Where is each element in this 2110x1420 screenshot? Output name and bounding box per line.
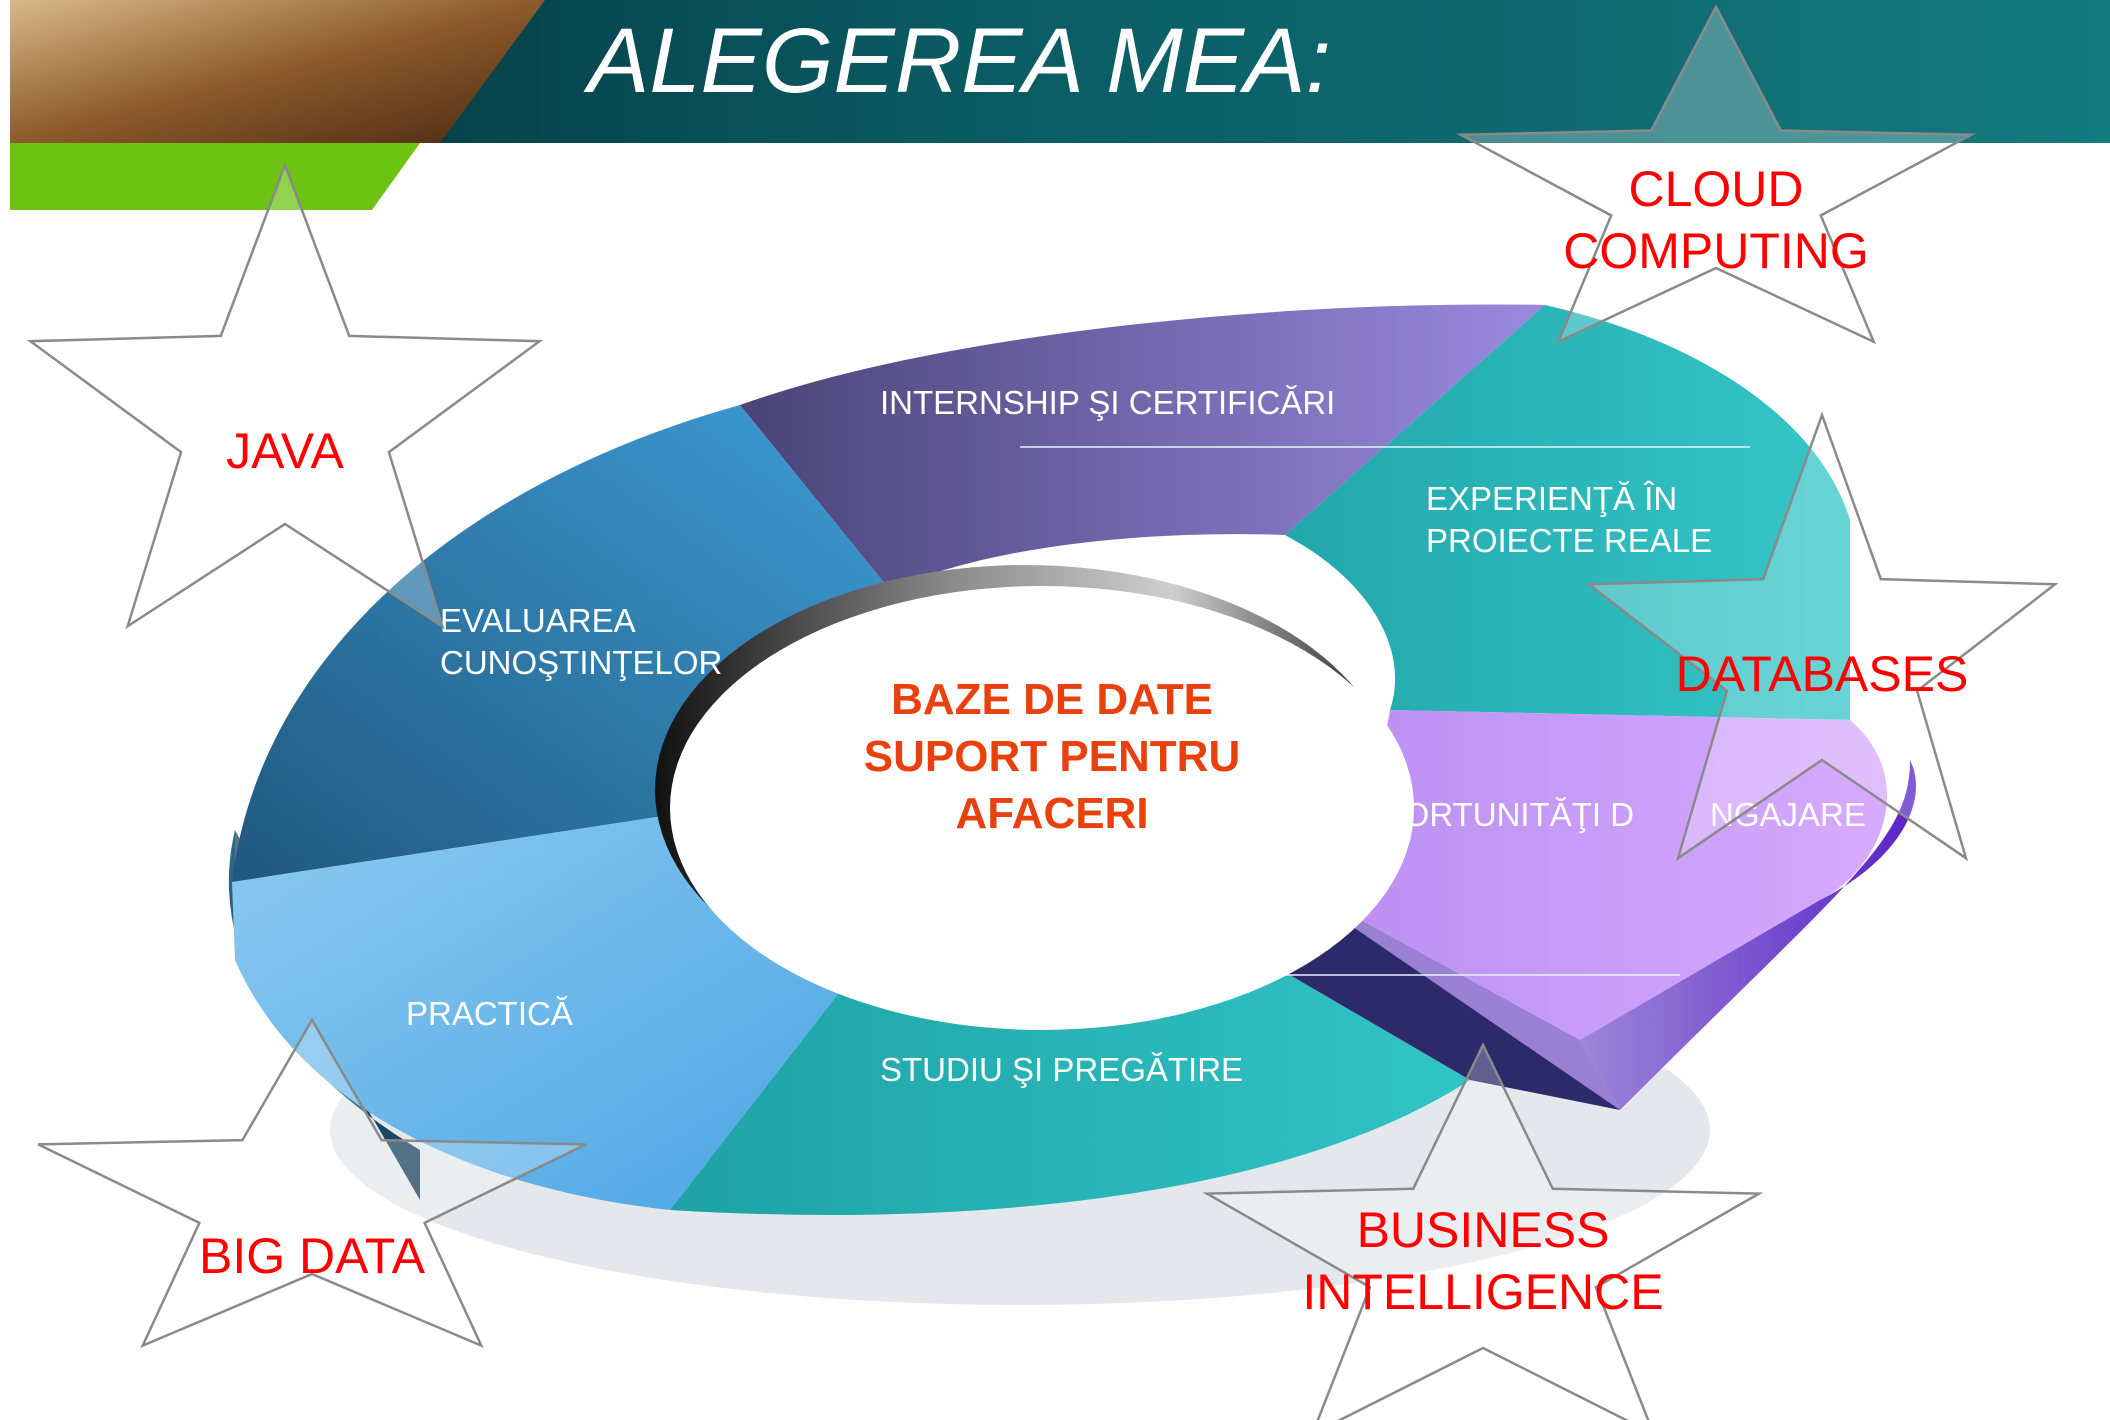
star-shape [1202,1042,1764,1420]
segment-studiu [670,940,1470,1215]
center-label: BAZE DE DATE SUPORT PENTRU AFACERI [864,675,1240,838]
segment-evaluarea [232,405,890,882]
segment-label-internship: INTERNSHIP ŞI CERTIFICĂRI [880,384,1335,421]
star-business-intelligence: BUSINESS INTELLIGENCE [1202,1042,1764,1420]
header-green-accent [10,143,420,210]
segment-label-experienta: EXPERIENŢĂ ÎN [1426,480,1677,517]
segment-label-practica: PRACTICĂ [406,995,573,1032]
star-shape [1585,411,2059,862]
segment-experienta [1285,305,1850,720]
star-label: BUSINESS [1357,1202,1610,1258]
segment-label-oportunitati-end: NGAJARE [1710,796,1866,833]
segment-label-evaluarea: CUNOŞTINŢELOR [440,644,722,681]
star-label: DATABASES [1676,646,1969,702]
header-photo [10,0,545,143]
star-cloud-computing: CLOUD COMPUTING [1456,4,1976,345]
segment-label-oportunitati: OPORTUNITĂŢI D [1356,796,1634,833]
star-label: INTELLIGENCE [1302,1264,1663,1320]
star-label: JAVA [226,423,344,479]
star-label: BIG DATA [199,1228,426,1284]
header-banner: ALEGEREA MEA: [10,0,2110,210]
center-label-line: AFACERI [955,789,1148,838]
star-label: CLOUD [1628,161,1803,217]
segment-label-studiu: STUDIU ŞI PREGĂTIRE [880,1051,1243,1088]
center-label-line: SUPORT PENTRU [864,732,1240,781]
segment-labels: INTERNSHIP ŞI CERTIFICĂRI EXPERIENŢĂ ÎN PR… [406,384,1866,1088]
star-java: JAVA [26,161,544,630]
star-big-data: BIG DATA [37,1017,587,1349]
star-shape [1456,4,1976,345]
segment-oportunitati-wall [1580,760,1916,1110]
segment-label-evaluarea: EVALUAREA [440,602,636,639]
hole-center [670,586,1414,1030]
star-shape [26,161,544,630]
segment-oportunitati [1270,710,1888,1040]
star-shape [37,1017,587,1349]
star-label: COMPUTING [1563,223,1869,279]
center-label-line: BAZE DE DATE [891,675,1213,724]
star-databases: DATABASES [1585,411,2059,862]
disc-outer-wall-blue [228,830,420,1200]
stars: JAVA CLOUD COMPUTING DATABASES BIG DATA BUSIN… [26,4,2059,1420]
segment-label-experienta: PROIECTE REALE [1426,522,1712,559]
slide-title: ALEGEREA MEA: [583,10,1331,112]
